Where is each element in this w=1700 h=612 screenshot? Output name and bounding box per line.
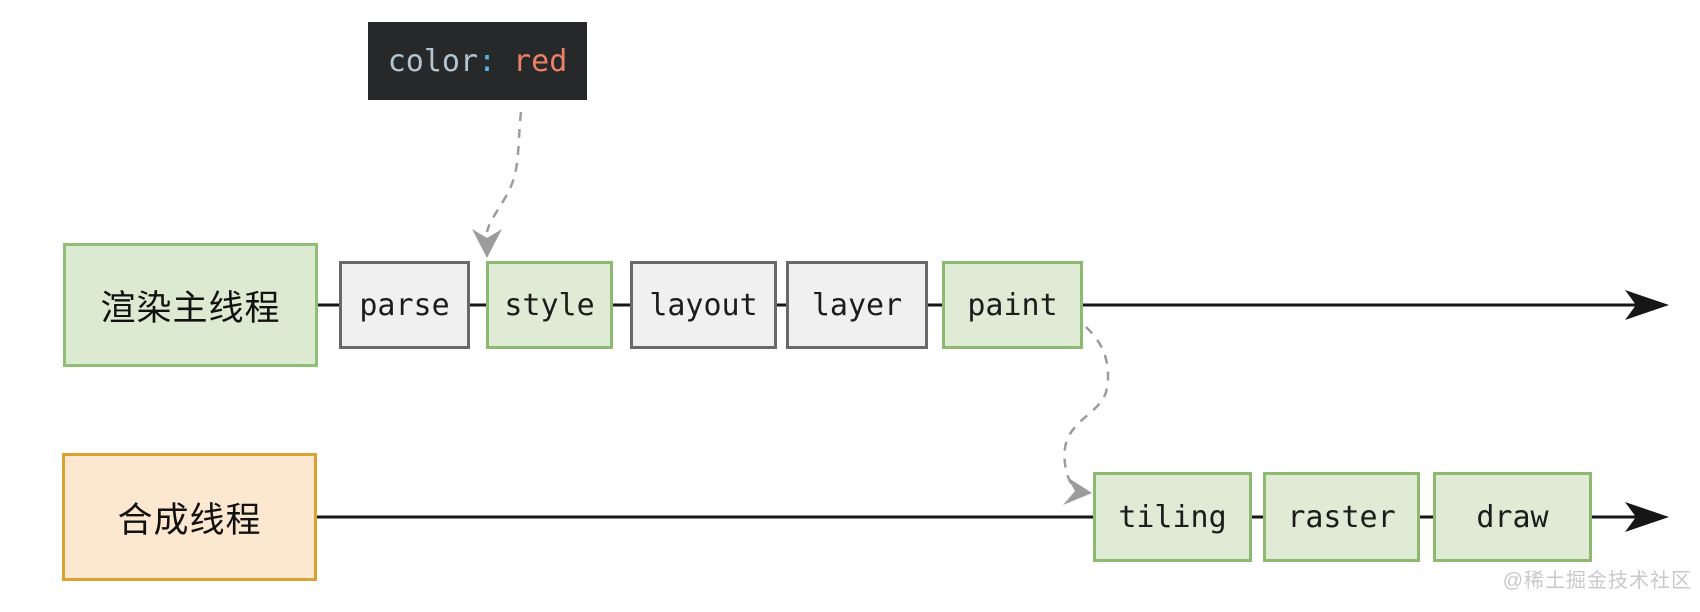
stage-tiling-label: tiling <box>1118 499 1227 535</box>
css-colon-text: : <box>478 43 497 79</box>
stage-parse-label: parse <box>359 287 450 323</box>
stage-style: style <box>486 261 613 349</box>
compositor-thread-arrowhead-icon <box>1625 502 1669 532</box>
main-thread-arrowhead-icon <box>1625 290 1669 320</box>
css-rule-to-style-dashed-arrow <box>485 111 523 233</box>
stage-paint-label: paint <box>967 287 1058 323</box>
stage-layout: layout <box>630 261 777 349</box>
main-thread-box: 渲染主线程 <box>63 243 318 367</box>
stage-paint: paint <box>942 261 1083 349</box>
stage-style-label: style <box>504 287 595 323</box>
compositor-thread-label: 合成线程 <box>117 500 262 540</box>
stage-parse: parse <box>339 261 470 349</box>
compositor-thread-box: 合成线程 <box>62 453 317 581</box>
css-rule-tooltip: color: red <box>368 22 587 100</box>
paint-to-tiling-dashed-arrow <box>1063 326 1110 489</box>
stage-raster-label: raster <box>1287 499 1396 535</box>
css-value-text: red <box>513 43 568 79</box>
stage-tiling: tiling <box>1093 472 1252 562</box>
stage-raster: raster <box>1263 472 1420 562</box>
css-rule-arrowhead-down-icon <box>472 229 502 258</box>
css-property-text: color <box>387 43 479 79</box>
stage-layer: layer <box>786 261 928 349</box>
paint-to-tiling-arrowhead-icon <box>1063 477 1092 505</box>
main-thread-label: 渲染主线程 <box>100 288 281 328</box>
stage-draw-label: draw <box>1476 499 1549 535</box>
stage-layout-label: layout <box>649 287 758 323</box>
stage-layer-label: layer <box>811 287 903 323</box>
watermark: @稀土掘金技术社区 <box>1502 570 1692 592</box>
stage-draw: draw <box>1433 472 1592 562</box>
